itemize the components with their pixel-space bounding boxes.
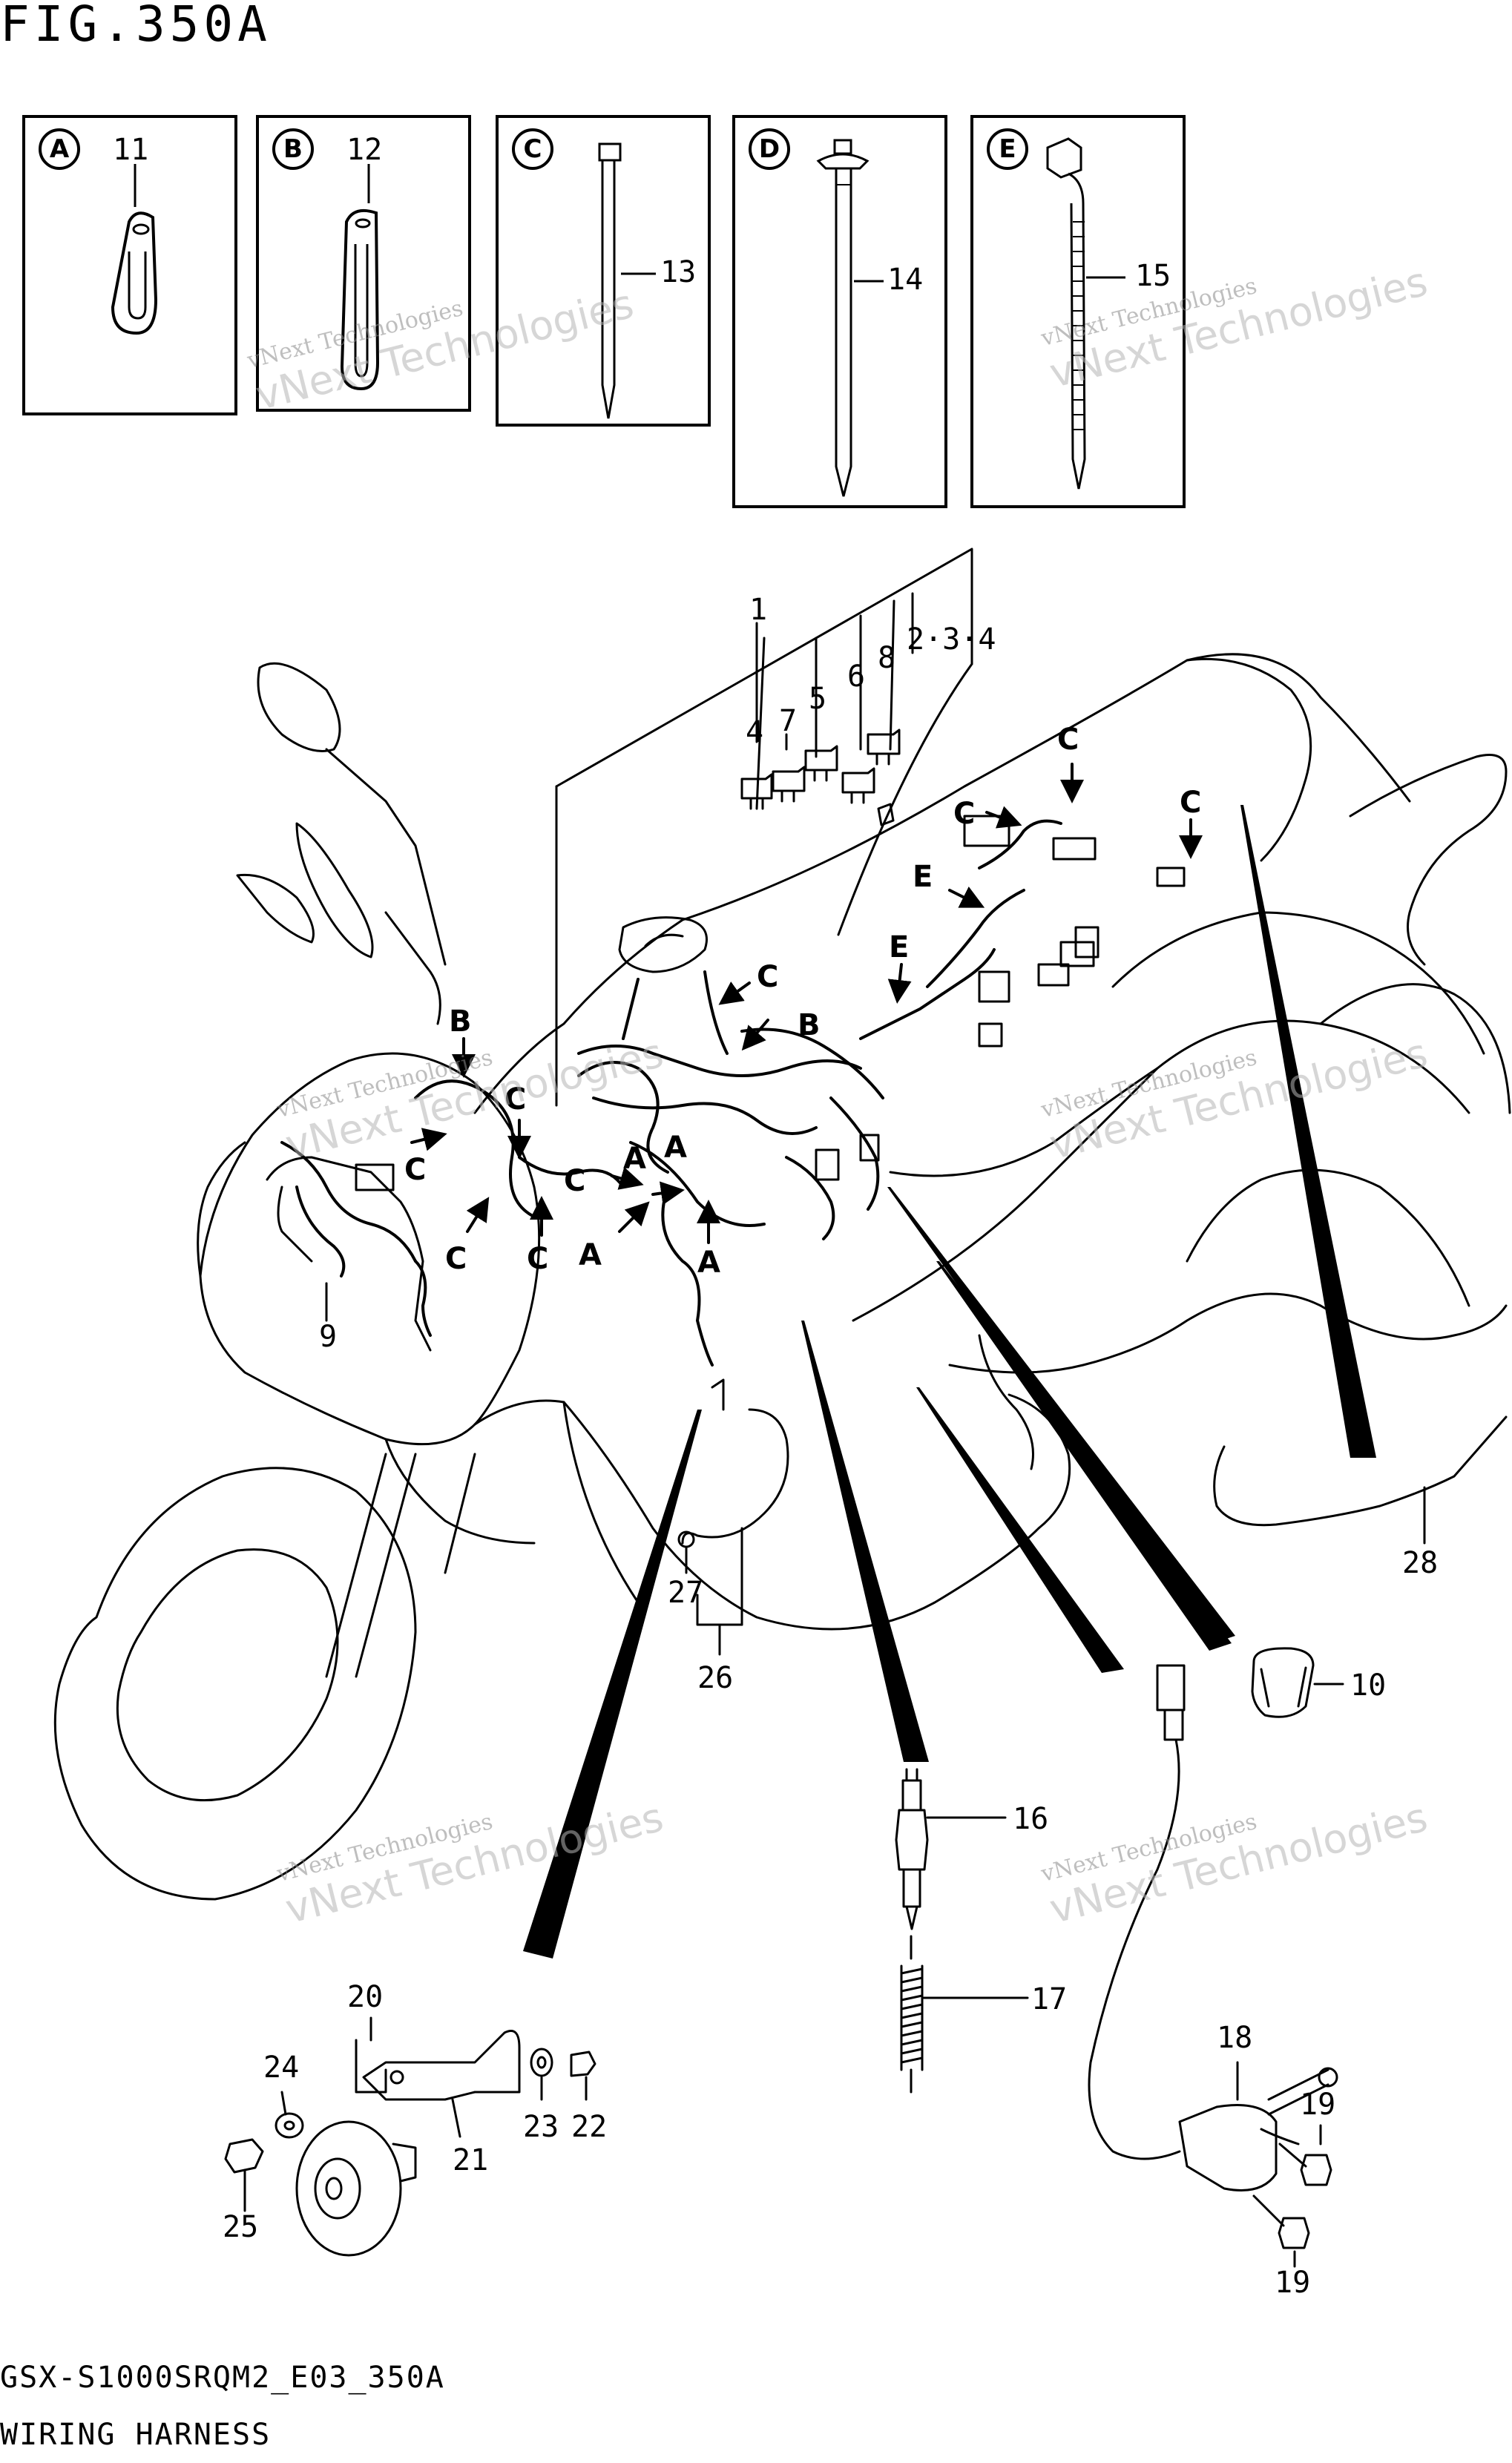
leader-lines [325, 622, 788, 1315]
bolt-19-upper[interactable] [1278, 2124, 1332, 2186]
part-number-label: 11 [113, 133, 149, 167]
inset-d[interactable]: D 14 [732, 115, 947, 508]
part-number-label: 14 [887, 263, 924, 297]
clamp-12-drawing [340, 164, 380, 391]
loc-c: C [445, 1242, 467, 1276]
ground-wire-26[interactable] [677, 1378, 789, 1656]
relay-6[interactable] [841, 767, 875, 804]
loc-e: E [889, 930, 909, 964]
relay-4[interactable] [740, 773, 773, 810]
callout-26: 26 [697, 1661, 733, 1695]
cable-tie-14-drawing [816, 139, 884, 497]
callout-22: 22 [571, 2110, 607, 2144]
bolt-22[interactable] [570, 2051, 596, 2101]
loc-c: C [1057, 723, 1079, 757]
callout-25: 25 [223, 2210, 258, 2244]
model-code: GSX-S1000SRQM2_E03_350A [0, 2361, 445, 2395]
callout-18: 18 [1217, 2021, 1252, 2055]
callout-7: 7 [779, 704, 797, 738]
cable-tie-15-drawing [1046, 137, 1125, 490]
clamp-location-letters: B B C C C C C C C C C A A A A E E [404, 723, 1201, 1280]
loc-c: C [564, 1164, 585, 1198]
part-number-label: 13 [660, 255, 697, 289]
callout-10: 10 [1350, 1668, 1386, 1703]
callout-28: 28 [1402, 1546, 1438, 1580]
loc-a: A [697, 1246, 720, 1280]
inset-letter-badge: E [987, 128, 1028, 170]
relay-group-bracket [555, 547, 973, 1107]
loc-e: E [913, 860, 933, 894]
fuse-2-3-4[interactable] [877, 803, 895, 826]
motorcycle-outline [53, 653, 1511, 1901]
spring-17[interactable] [900, 1935, 1029, 2094]
washer-23[interactable] [530, 2048, 553, 2101]
section-name: WIRING HARNESS [0, 2418, 272, 2452]
loc-a: A [623, 1142, 646, 1176]
clamp-arrows [410, 763, 1203, 1244]
loc-a: A [664, 1131, 687, 1165]
callout-2-3-4: 2·3·4 [907, 622, 996, 657]
inset-letter-badge: B [272, 128, 314, 170]
callout-8: 8 [878, 641, 895, 675]
callout-1: 1 [749, 593, 767, 627]
wire-28[interactable] [1213, 1415, 1508, 1545]
callout-6: 6 [847, 660, 865, 694]
loc-c: C [953, 797, 975, 831]
cable-tie-13-drawing [598, 142, 656, 419]
cap-10[interactable] [1251, 1647, 1344, 1718]
callout-numbers: 1 2·3·4 4 7 5 6 8 9 10 16 17 18 19 19 20… [223, 593, 1438, 2300]
washer-24[interactable] [275, 2091, 304, 2139]
loc-c: C [504, 1082, 526, 1117]
inset-letter-badge: C [512, 128, 553, 170]
loc-c: C [404, 1153, 426, 1187]
pointer-wedges [523, 805, 1376, 1959]
switch-16[interactable] [895, 1768, 1007, 1930]
callout-24: 24 [263, 2051, 299, 2085]
loc-c: C [757, 960, 778, 994]
inset-letter-badge: D [749, 128, 790, 170]
callout-21: 21 [453, 2143, 488, 2177]
inset-e[interactable]: E 15 [970, 115, 1186, 508]
inset-a[interactable]: A 11 [22, 115, 237, 415]
callout-9: 9 [319, 1320, 337, 1354]
callout-19-lower: 19 [1275, 2266, 1310, 2300]
loc-b: B [449, 1004, 472, 1039]
part-number-label: 15 [1135, 259, 1171, 293]
inset-b[interactable]: B 12 [256, 115, 471, 412]
harness-connectors[interactable] [355, 815, 1186, 1191]
relay-7[interactable] [772, 766, 806, 803]
clamp-11-drawing [111, 164, 158, 335]
callout-27: 27 [668, 1576, 703, 1610]
loc-b: B [798, 1008, 821, 1042]
part-number-label: 12 [346, 133, 383, 167]
figure-title: FIG.350A [0, 0, 272, 53]
loc-a: A [579, 1238, 602, 1272]
loc-c: C [1180, 786, 1201, 820]
relay-5[interactable] [804, 745, 838, 782]
sensor-18[interactable] [1088, 1664, 1338, 2191]
callout-16: 16 [1013, 1802, 1048, 1836]
callout-17: 17 [1031, 1982, 1067, 2016]
horn-bracket-21[interactable] [362, 2030, 521, 2138]
bolt-25[interactable] [224, 2138, 264, 2212]
relay-8[interactable] [867, 729, 901, 766]
inset-c[interactable]: C 13 [496, 115, 711, 427]
callout-20: 20 [347, 1980, 383, 2014]
callout-4: 4 [746, 715, 763, 749]
main-harness[interactable] [280, 819, 1062, 1367]
inset-letter-badge: A [39, 128, 80, 170]
callout-5: 5 [809, 682, 826, 716]
loc-c: C [527, 1242, 548, 1276]
callout-19-upper: 19 [1300, 2088, 1335, 2122]
horn-20[interactable] [295, 2016, 417, 2257]
callout-23: 23 [523, 2110, 559, 2144]
bolt-19-lower[interactable] [1252, 2194, 1310, 2268]
